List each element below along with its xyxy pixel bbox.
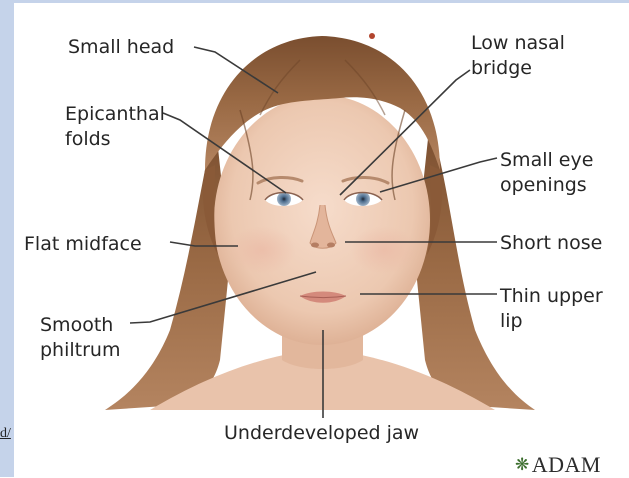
adam-logo-text: ADAM — [532, 452, 601, 477]
label-thin-upper-lip-line1: Thin upper — [500, 284, 603, 308]
label-low-nasal-bridge-line1: Low nasal — [471, 31, 565, 55]
label-epicanthal-folds-line1: Epicanthal — [65, 102, 165, 126]
hair-back — [105, 120, 230, 410]
label-thin-upper-lip-line2: lip — [500, 309, 523, 333]
label-small-eye-openings-line1: Small eye — [500, 148, 593, 172]
label-small-head: Small head — [68, 35, 174, 59]
adam-logo-mark-icon: ❋ — [515, 455, 530, 474]
truncated-link[interactable]: d/ — [0, 426, 11, 442]
label-smooth-philtrum-line2: philtrum — [40, 338, 120, 362]
label-short-nose: Short nose — [500, 231, 602, 255]
adam-logo: ❋ADAM — [515, 452, 601, 478]
label-small-eye-openings-line2: openings — [500, 173, 587, 197]
label-epicanthal-folds-line2: folds — [65, 127, 111, 151]
label-smooth-philtrum-line1: Smooth — [40, 313, 113, 337]
label-low-nasal-bridge-line2: bridge — [471, 56, 532, 80]
label-underdeveloped-jaw: Underdeveloped jaw — [224, 421, 419, 445]
label-flat-midface: Flat midface — [24, 232, 142, 256]
